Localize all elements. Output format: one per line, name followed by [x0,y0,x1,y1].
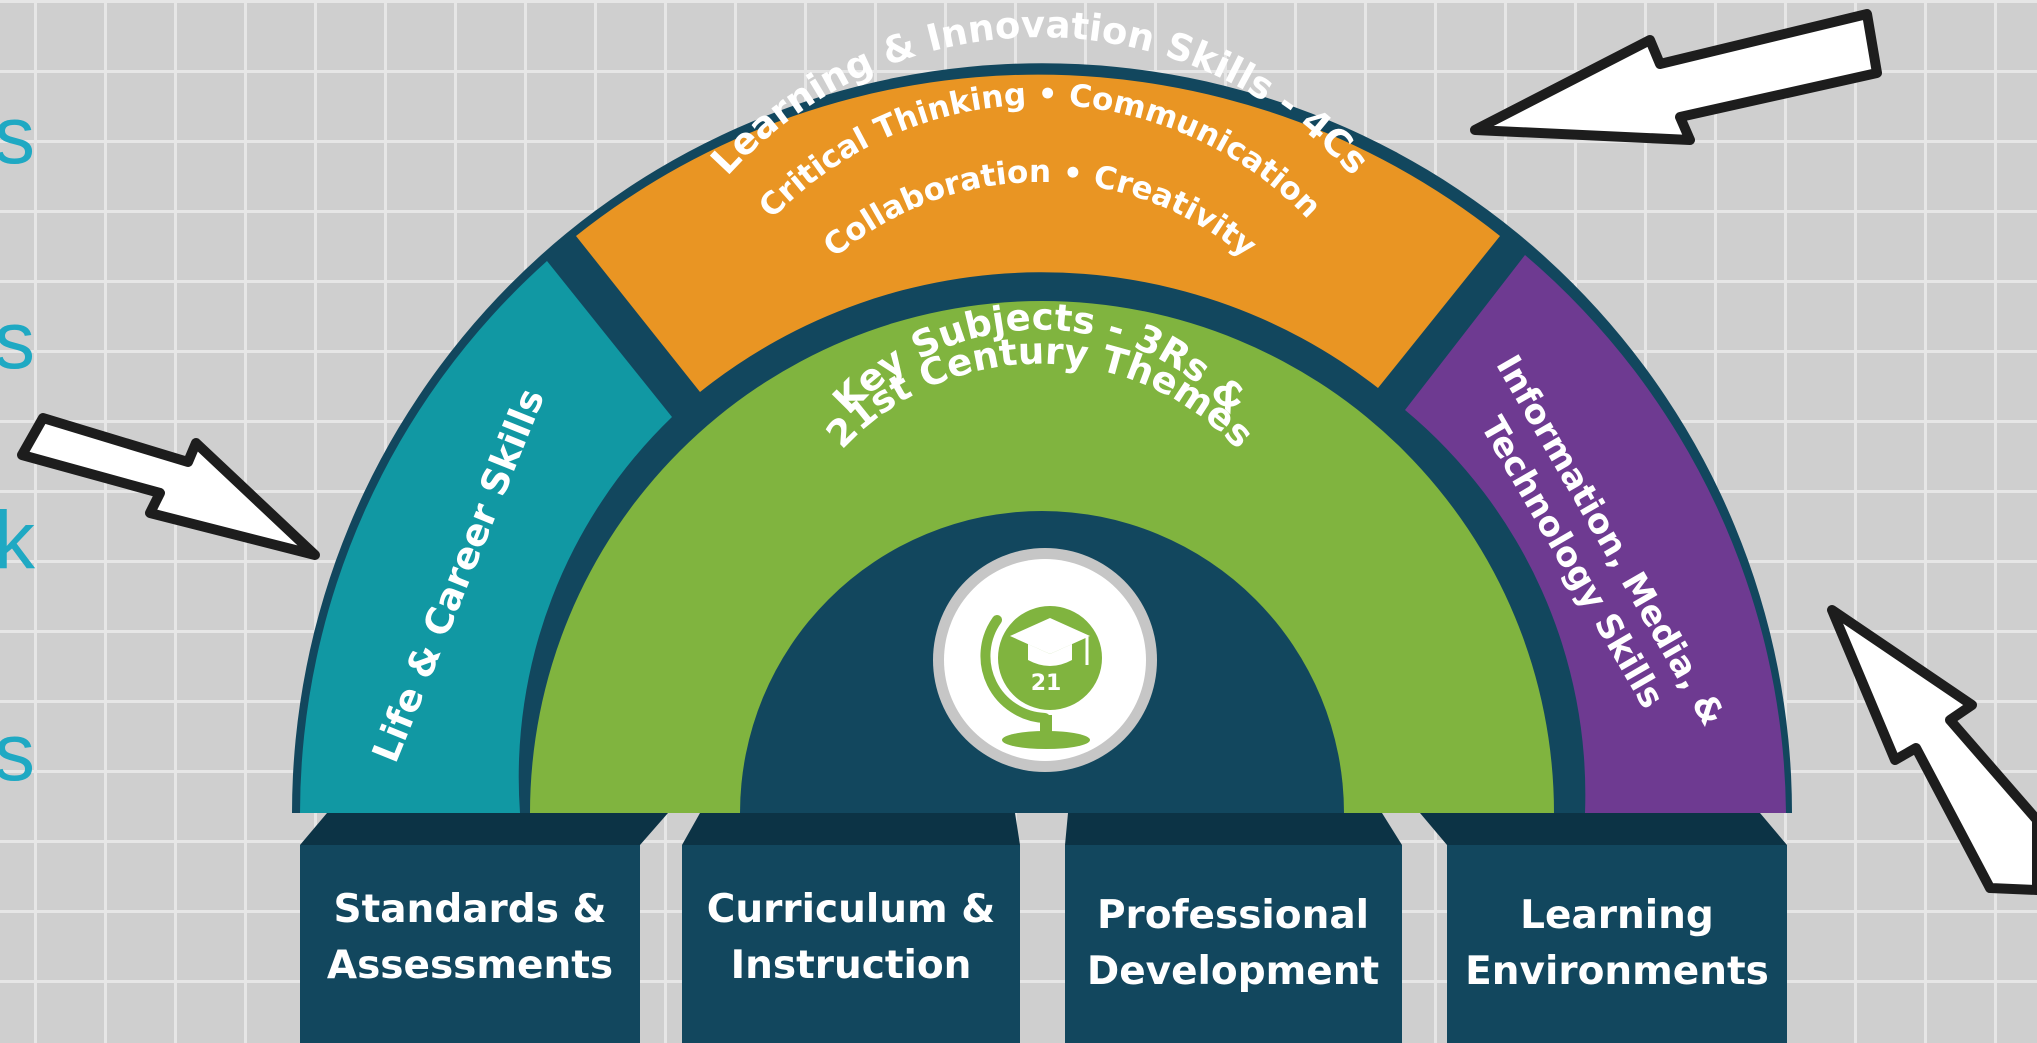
support-pillar-1-line1: Standards & [334,887,607,932]
support-pillar-2: Curriculum & Instruction [682,813,1020,1043]
edge-letter-3: k [0,495,35,586]
arrow-top-right-icon [1470,9,1882,145]
info-media-tech-band [1405,255,1786,813]
edge-letter-4: s [0,707,35,798]
arrow-left-icon [17,413,320,560]
support-pillar-1-line2: Assessments [327,943,613,988]
arrow-bottom-right-icon [1827,605,2037,895]
logo-badge: 21 [933,548,1157,772]
support-pillar-3-line2: Development [1087,949,1379,994]
support-pillar-4-line1: Learning [1520,893,1714,938]
logo-text: 21 [1031,671,1062,696]
support-pillar-1: Standards & Assessments [300,813,668,1043]
learning-innovation-band [576,74,1500,393]
support-pillar-4-line2: Environments [1465,949,1769,994]
edge-letter-1: s [0,90,35,181]
edge-letter-2: s [0,295,35,386]
support-pillar-3-line1: Professional [1097,893,1369,938]
support-pillar-3: Professional Development [1065,813,1402,1043]
life-career-band [300,261,672,813]
graduation-cap-icon [1010,618,1090,666]
support-pillar-4: Learning Environments [1420,813,1787,1043]
support-pillar-2-line2: Instruction [731,943,972,988]
support-pillar-2-line1: Curriculum & [707,887,995,932]
key-subjects-band [530,301,1554,813]
